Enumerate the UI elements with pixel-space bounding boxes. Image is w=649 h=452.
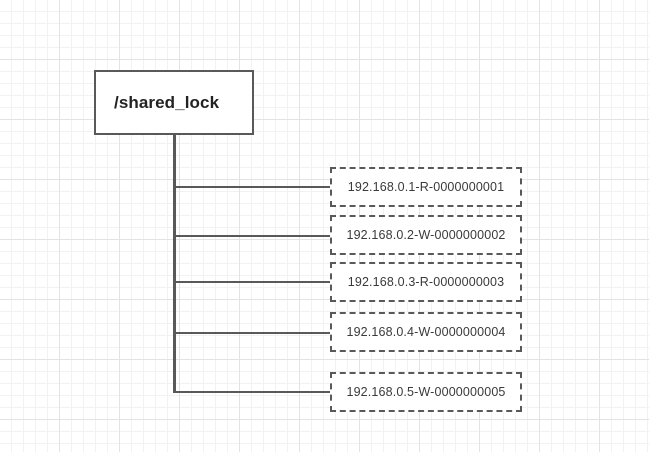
lock-request-label-3: 192.168.0.3-R-0000000003: [347, 275, 505, 289]
branch-connector-1: [174, 186, 332, 188]
lock-request-node-5[interactable]: 192.168.0.5-W-0000000005: [330, 372, 522, 412]
branch-connector-5: [174, 391, 332, 393]
trunk-connector: [173, 135, 176, 393]
lock-request-node-3[interactable]: 192.168.0.3-R-0000000003: [330, 262, 522, 302]
lock-request-label-5: 192.168.0.5-W-0000000005: [346, 385, 506, 399]
lock-request-label-1: 192.168.0.1-R-0000000001: [347, 180, 505, 194]
branch-connector-2: [174, 235, 332, 237]
lock-request-node-2[interactable]: 192.168.0.2-W-0000000002: [330, 215, 522, 255]
root-node-label: /shared_lock: [114, 92, 220, 112]
lock-request-node-1[interactable]: 192.168.0.1-R-0000000001: [330, 167, 522, 207]
lock-request-node-4[interactable]: 192.168.0.4-W-0000000004: [330, 312, 522, 352]
lock-request-label-2: 192.168.0.2-W-0000000002: [346, 228, 506, 242]
root-node-shared-lock[interactable]: /shared_lock: [94, 70, 254, 135]
lock-request-label-4: 192.168.0.4-W-0000000004: [346, 325, 506, 339]
branch-connector-4: [174, 332, 332, 334]
branch-connector-3: [174, 281, 332, 283]
